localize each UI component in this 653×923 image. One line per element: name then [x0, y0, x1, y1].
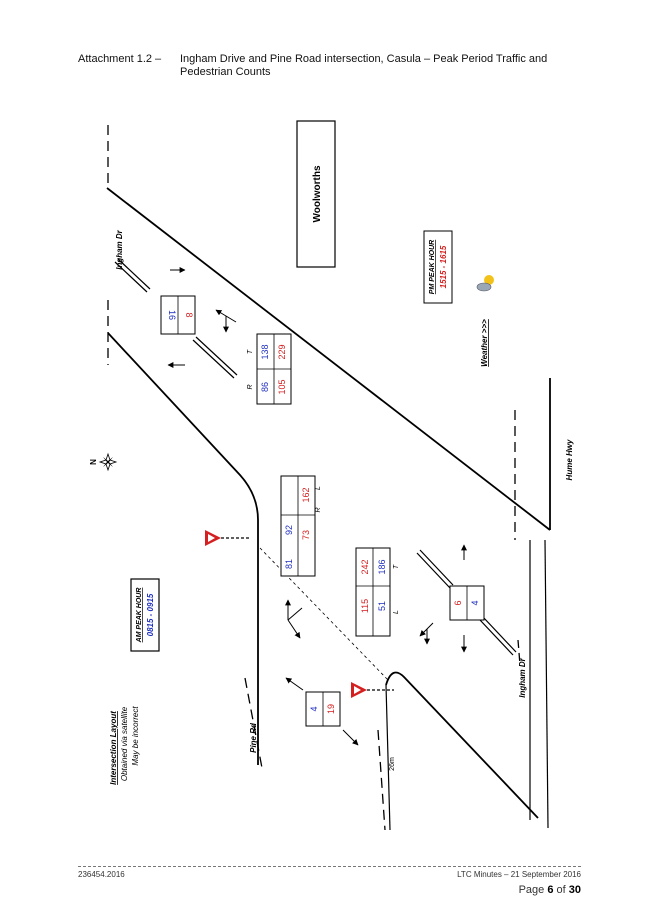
page-prefix: Page: [518, 884, 548, 896]
pine-rd-lower-edge: [385, 684, 391, 831]
count-box-bottom-pedestrian: 4 19: [305, 691, 341, 727]
label-r: R: [315, 507, 322, 512]
count-pm-l: 115: [360, 599, 370, 613]
count-pm-r: 105: [277, 379, 287, 394]
count-box-top-pedestrian: 16 8: [160, 295, 196, 335]
count-pm-r: 73: [301, 530, 311, 540]
am-peak-hour-box: AM PEAK HOUR 0815 - 0915: [130, 578, 160, 652]
label-l: L: [315, 486, 322, 490]
count-box-top-right-through: T R 138 229 86 105: [247, 333, 292, 405]
ingham-dr-top-label: Ingham Dr: [115, 229, 124, 269]
hume-hwy-label: Hume Hwy: [565, 439, 574, 480]
road-edge-lower-left: [107, 332, 259, 765]
count-pm: 19: [326, 704, 336, 714]
count-am-r: 86: [260, 382, 270, 392]
label-t: T: [247, 349, 254, 354]
layout-note-line1: Obtained via satellite: [120, 706, 129, 781]
count-box-mid-left-through: T L 242 186 115 51: [355, 547, 400, 637]
count-pm: 6: [453, 600, 463, 605]
count-am-t: 186: [377, 559, 387, 574]
count-am: 4: [470, 600, 480, 605]
page-total: 30: [568, 884, 581, 896]
north-compass-icon: [98, 452, 118, 472]
am-peak-title: AM PEAK HOUR: [136, 588, 143, 644]
count-pm-t: 242: [360, 559, 370, 574]
dimension-26m-label: 26m: [389, 757, 396, 771]
stop-line-right-lower: [517, 639, 521, 666]
count-pm: 8: [184, 312, 194, 317]
pm-peak-hour-box: PM PEAK HOUR 1515 - 1615: [423, 230, 453, 304]
count-am-t: 138: [260, 344, 270, 359]
label-l: L: [393, 610, 400, 614]
give-way-sign-icon: [351, 682, 394, 698]
count-am: 4: [309, 706, 319, 711]
count-am-l: 92: [284, 525, 294, 535]
page-current: 6: [547, 884, 554, 896]
count-pm-l: 162: [301, 487, 311, 502]
label-r: R: [247, 384, 254, 389]
woolworths-building: [296, 120, 336, 268]
weather-label: Weather >>>: [480, 319, 489, 367]
road-edge-upper: [106, 187, 551, 531]
footer-divider: [78, 866, 581, 867]
count-pm-t: 229: [277, 344, 287, 359]
north-label: N: [89, 459, 98, 465]
pine-rd-label: Pine Rd: [249, 722, 258, 753]
count-am-l: 51: [377, 601, 387, 611]
median-right: [416, 549, 454, 589]
median-mid: [192, 336, 238, 379]
am-peak-time: 0815 - 0915: [146, 593, 155, 636]
layout-note-title: Intersection Layout: [109, 711, 118, 785]
pm-peak-title: PM PEAK HOUR: [429, 240, 436, 294]
median-right-lower: [479, 616, 517, 656]
stop-line-bottom: [377, 729, 386, 831]
layout-note-line2: May be incorrect: [131, 706, 140, 766]
attachment-title: Ingham Drive and Pine Road intersection,…: [180, 53, 548, 78]
count-am: 16: [167, 310, 177, 320]
median-top: [114, 258, 151, 293]
page-of: of: [553, 884, 569, 896]
document-reference: 236454.2016: [78, 870, 125, 879]
road-edge-lower-right: [385, 671, 539, 819]
give-way-sign-icon: [205, 530, 250, 546]
count-am-r: 81: [284, 559, 294, 569]
count-box-mid-left-right: L R 92 162 81 73: [280, 475, 322, 577]
woolworths-label: Woolworths: [312, 165, 323, 222]
pm-peak-time: 1515 - 1615: [439, 245, 448, 288]
page-header: Attachment 1.2 – Ingham Drive and Pine Ro…: [78, 53, 598, 79]
page-number: Page 6 of 30: [519, 884, 581, 896]
stop-line-bottom-left: [244, 677, 263, 769]
label-t: T: [393, 564, 400, 569]
hume-hwy-edge-3: [544, 539, 549, 829]
ingham-dr-bottom-label: Ingham Dr: [518, 657, 527, 697]
attachment-label: Attachment 1.2 –: [78, 53, 162, 65]
weather-partly-cloudy-icon: [476, 275, 494, 292]
direction-arrows: [167, 267, 467, 746]
document-title: LTC Minutes – 21 September 2016: [457, 870, 581, 879]
count-box-right-pedestrian: 6 4: [449, 585, 485, 621]
